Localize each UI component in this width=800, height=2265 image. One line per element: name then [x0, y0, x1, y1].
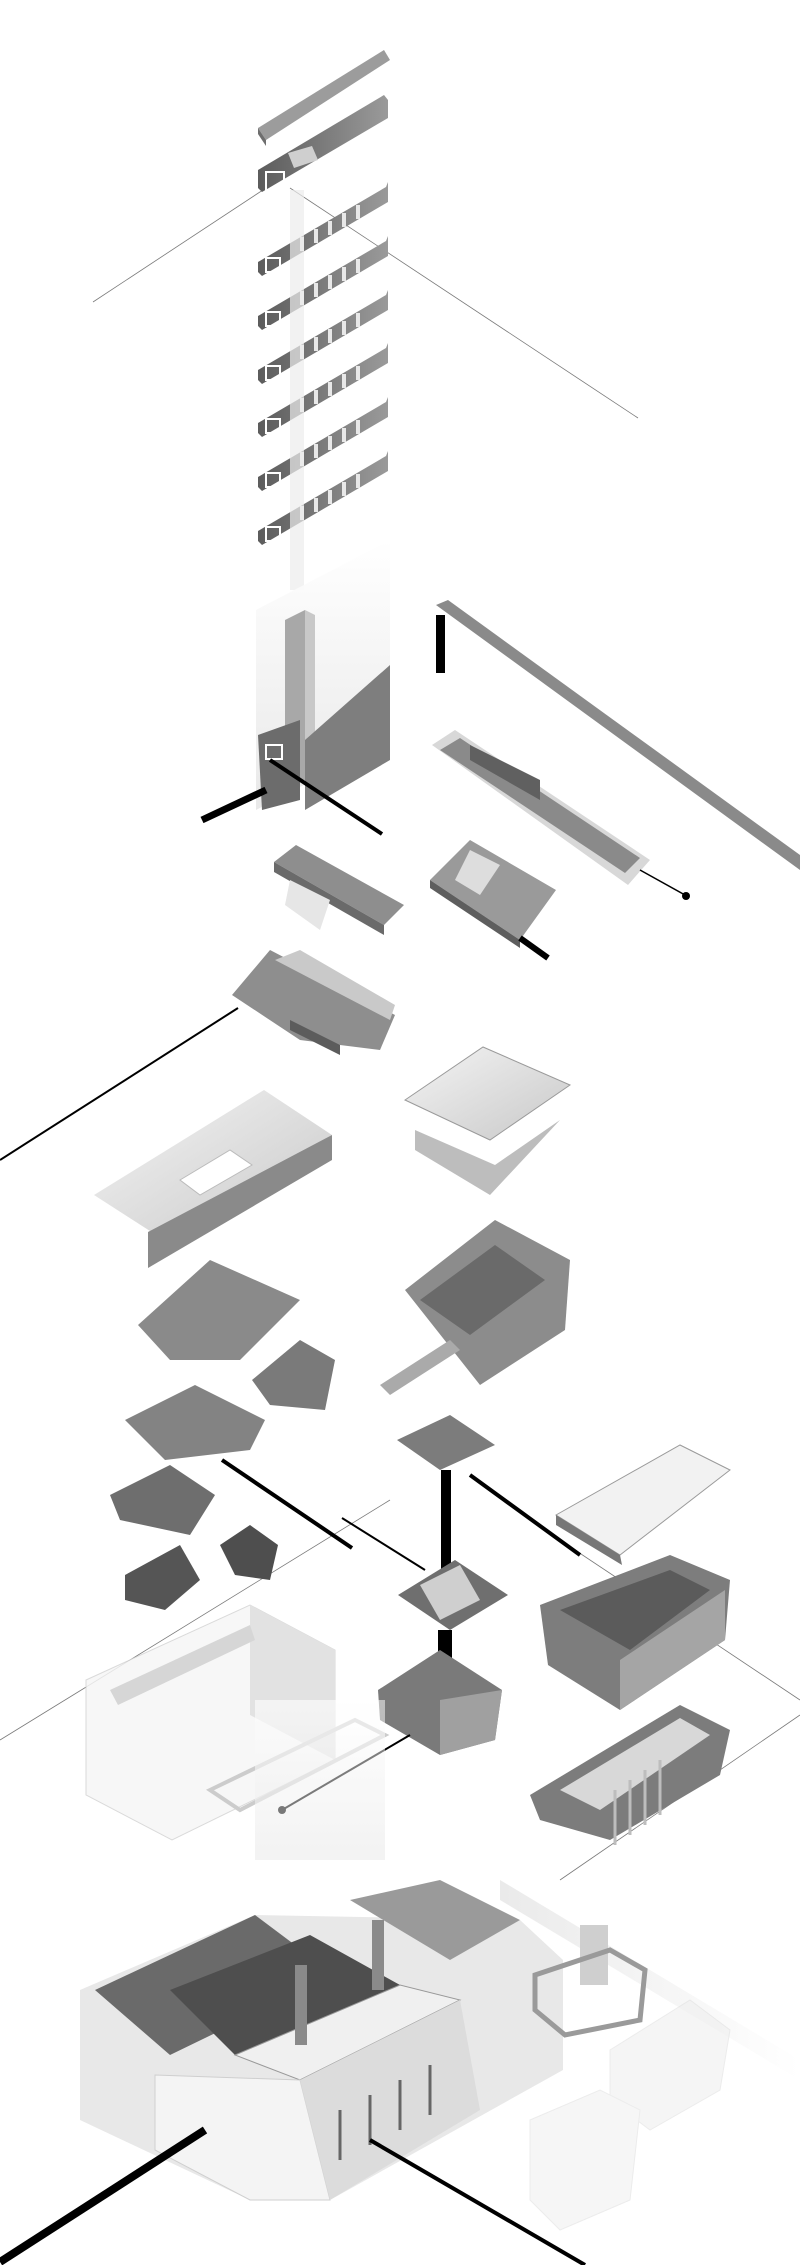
tower-floor-plates	[258, 182, 388, 545]
leader-lines-bottom	[0, 2126, 587, 2265]
leader-lines-tower	[200, 758, 384, 836]
small-room-blocks	[110, 1260, 354, 1610]
wing-block-upper	[540, 1555, 730, 1710]
leader-line	[220, 1458, 354, 1550]
leader-line	[639, 869, 686, 896]
chimney	[372, 1920, 384, 1990]
tower-pavilion	[532, 1925, 648, 2038]
bridge-support	[436, 615, 445, 673]
ghost-hall	[85, 1604, 390, 1860]
terrace-slab	[555, 1444, 731, 1565]
guide-line	[289, 187, 639, 419]
tower-top-floor	[258, 95, 388, 192]
stair-tower	[278, 1415, 582, 1814]
guide-line	[0, 1499, 391, 1741]
wing-block-lower	[530, 1705, 730, 1845]
leader-dot	[682, 892, 690, 900]
chimney	[295, 1965, 307, 2045]
tower-core-shaft	[290, 190, 304, 590]
ghost-volumes-right	[529, 1999, 731, 2231]
floor-plate	[258, 451, 388, 545]
colonnade	[613, 1760, 662, 1845]
auditorium-roof	[403, 1046, 572, 1195]
guide-line	[92, 187, 267, 303]
leader-line	[0, 1007, 239, 1161]
gallery-wing	[432, 730, 690, 900]
tower-base-block	[256, 540, 390, 810]
stair-block	[430, 840, 556, 961]
tower-roof	[258, 50, 390, 146]
hall-roof	[94, 1090, 332, 1268]
entrance-block	[0, 950, 395, 1161]
pavilion-block	[274, 845, 404, 935]
auditorium-volume	[380, 1220, 570, 1395]
bridge-beam	[436, 600, 800, 870]
